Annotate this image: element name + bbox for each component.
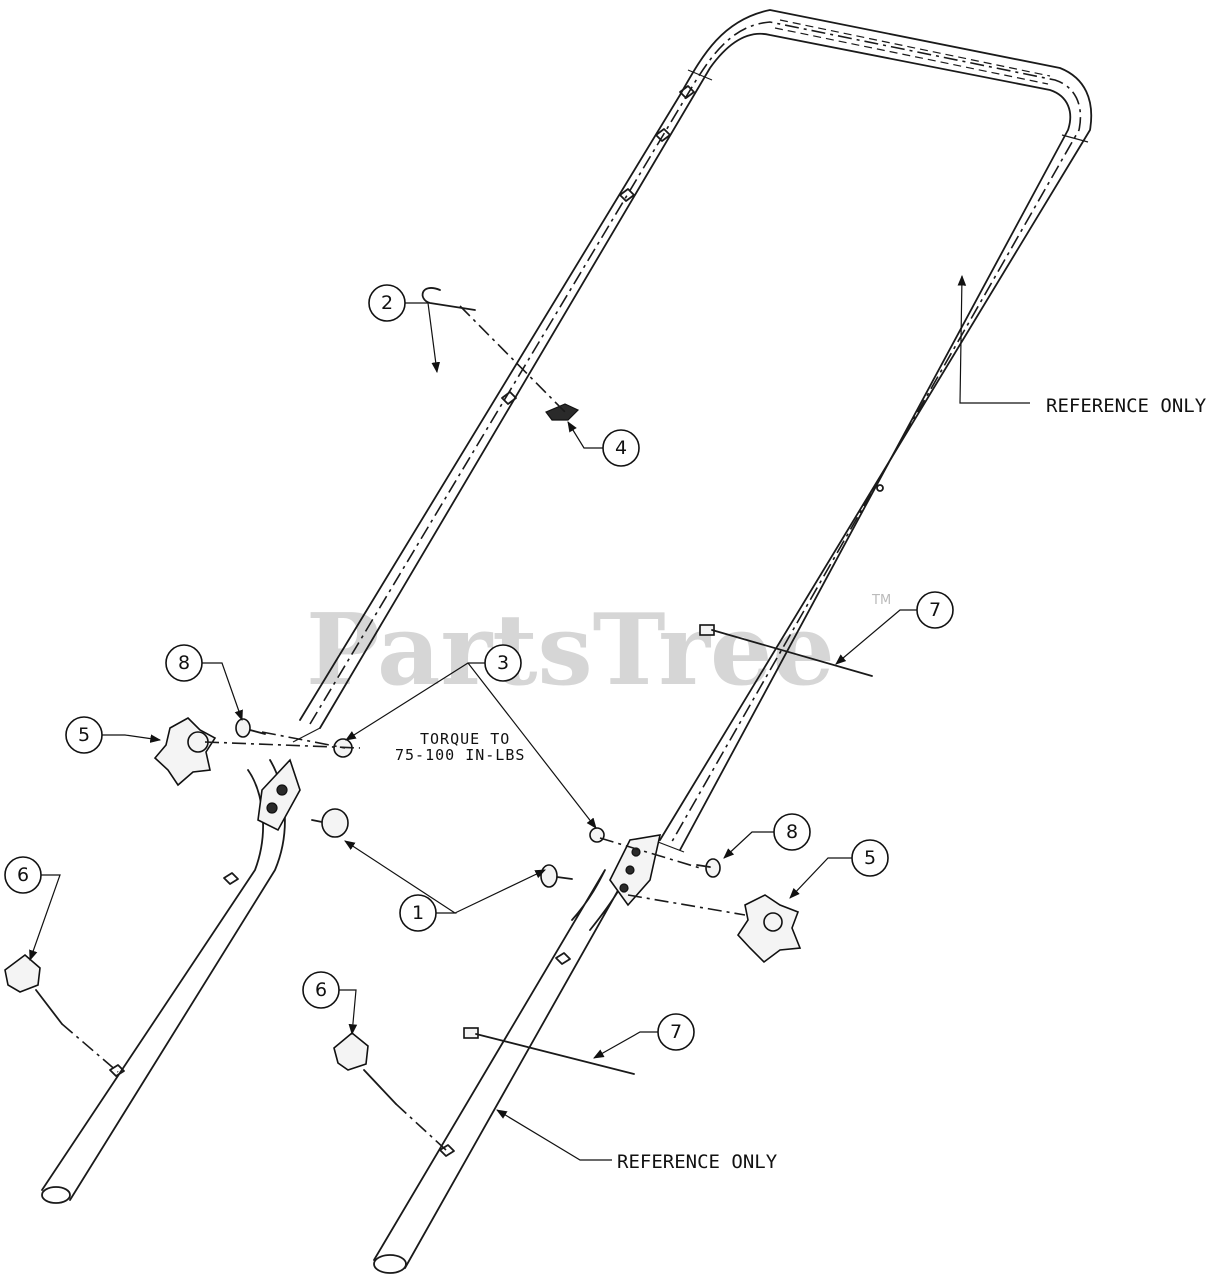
knob-part-5-right bbox=[736, 894, 802, 964]
upper-handle bbox=[292, 9, 1093, 853]
torque-note-line1: TORQUE TO bbox=[420, 730, 510, 748]
cable-guide-part-2 bbox=[421, 287, 476, 311]
callout-7-upper: 7 bbox=[916, 591, 954, 629]
cable-tie-part-7-lower bbox=[463, 1027, 635, 1075]
clip-part-4 bbox=[545, 403, 580, 421]
callout-2: 2 bbox=[368, 284, 406, 322]
reference-only-top: REFERENCE ONLY bbox=[1046, 395, 1207, 417]
callout-1: 1 bbox=[399, 894, 437, 932]
svg-text:6: 6 bbox=[315, 979, 327, 1001]
bolt-part-8-right bbox=[696, 858, 721, 878]
callout-5-left: 5 bbox=[65, 716, 103, 754]
cable-tie-part-7-upper bbox=[699, 624, 873, 677]
bolt-part-6-right bbox=[333, 1031, 397, 1105]
callout-8-right: 8 bbox=[773, 813, 811, 851]
svg-text:7: 7 bbox=[929, 599, 941, 621]
callout-7-lower: 7 bbox=[657, 1013, 695, 1051]
svg-text:1: 1 bbox=[412, 902, 424, 924]
svg-text:3: 3 bbox=[497, 652, 509, 674]
svg-text:2: 2 bbox=[381, 292, 393, 314]
watermark-text: PartsTree bbox=[306, 593, 835, 708]
callout-3: 3 bbox=[484, 644, 522, 682]
knob-part-5-left bbox=[153, 717, 217, 787]
callout-6-left: 6 bbox=[4, 856, 42, 894]
svg-text:5: 5 bbox=[78, 724, 90, 746]
nut-part-3-right bbox=[589, 827, 605, 843]
tube-holes bbox=[501, 85, 884, 492]
svg-text:7: 7 bbox=[670, 1021, 682, 1043]
bolt-part-1-left bbox=[311, 808, 349, 838]
svg-text:6: 6 bbox=[17, 864, 29, 886]
centerlines bbox=[61, 305, 746, 1151]
watermark: PartsTree TM bbox=[306, 593, 891, 708]
svg-text:5: 5 bbox=[864, 847, 876, 869]
reference-only-bottom: REFERENCE ONLY bbox=[617, 1151, 778, 1173]
bolt-part-6-left bbox=[4, 953, 63, 1025]
callout-4: 4 bbox=[602, 429, 640, 467]
bolt-part-1-right bbox=[540, 864, 573, 888]
svg-text:8: 8 bbox=[178, 652, 190, 674]
callout-8-left: 8 bbox=[165, 644, 203, 682]
torque-note-line2: 75-100 IN-LBS bbox=[395, 746, 525, 764]
bolt-part-8-left bbox=[235, 718, 266, 738]
left-pivot-bracket bbox=[257, 758, 301, 832]
leader-lines bbox=[23, 274, 1030, 1161]
svg-text:4: 4 bbox=[615, 437, 627, 459]
callout-6-right: 6 bbox=[302, 971, 340, 1009]
callout-5-right: 5 bbox=[851, 839, 889, 877]
watermark-tm: TM bbox=[871, 593, 891, 608]
svg-text:8: 8 bbox=[786, 821, 798, 843]
right-pivot-bracket bbox=[609, 834, 662, 907]
